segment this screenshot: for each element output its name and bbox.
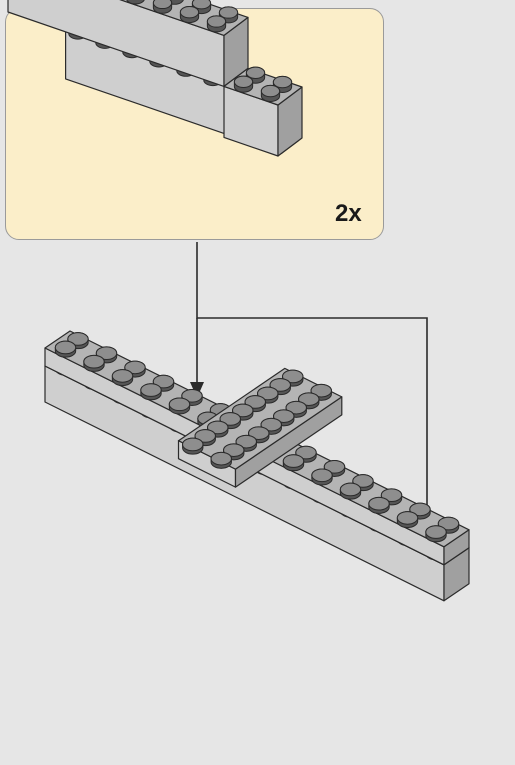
brick-stud-top (206, 15, 227, 28)
brick-stud-top (54, 340, 77, 355)
brick-stud-top (245, 66, 266, 79)
brick-stud-top (95, 346, 118, 361)
brick-stud-top (223, 443, 245, 457)
brick-stud-top (140, 383, 162, 397)
brick-stud-top (248, 426, 270, 440)
brick-stud-top (233, 75, 254, 88)
brick-stud-top (152, 0, 173, 10)
brick-stud-top (285, 400, 307, 415)
brick-stud-top (219, 412, 241, 426)
brick-stud-top (409, 502, 431, 517)
brick-stud-top (380, 488, 403, 503)
brick-stud-top (210, 451, 232, 466)
brick-stud-top (282, 454, 305, 468)
brick-stud-top (295, 445, 317, 460)
brick-stud-top (244, 395, 266, 409)
upper-brick-1x8 (7, 0, 249, 88)
brick-stud-top (298, 392, 320, 406)
brick-stud-top (272, 75, 293, 89)
brick-stud-top (257, 386, 279, 401)
brick-stud-top (437, 516, 460, 531)
brick-stud-top (352, 474, 374, 488)
connector-line (196, 242, 428, 580)
quantity-label: 2x (335, 200, 362, 227)
brick-stud-top (339, 482, 362, 497)
brick-stud-top (83, 354, 105, 369)
brick-stud-top (194, 429, 216, 443)
brick-stud-top (111, 369, 134, 383)
brick-stud-top (273, 409, 295, 423)
brick-stud-top (260, 84, 281, 98)
brick-stud-top (323, 459, 346, 474)
lower-brick-end-1x2 (223, 66, 303, 157)
brick-stud-top (181, 388, 203, 403)
brick-stud-top (124, 360, 146, 375)
brick-stud-top (232, 403, 254, 418)
brick-stud-top (179, 6, 200, 19)
brick-stud-top (310, 383, 332, 398)
brick-stud (126, 0, 145, 5)
brick-stud-top (368, 496, 390, 511)
brick-stud-top (168, 397, 191, 412)
subassembly-model (7, 0, 303, 157)
brick-stud-top (67, 332, 89, 346)
brick-stud-top (207, 420, 229, 435)
brick-stud-top (425, 525, 447, 539)
brick-stud-top (282, 369, 304, 384)
brick-stud-top (396, 511, 419, 525)
brick-stud-top (218, 6, 239, 19)
main-assembly-model (44, 330, 470, 602)
brick-stud-top (260, 417, 282, 432)
brick-stud-top (269, 378, 291, 392)
brick-stud-top (152, 374, 175, 389)
brick-stud-top (191, 0, 212, 10)
brick-stud-top (235, 434, 257, 449)
brick-stud-top (182, 437, 204, 452)
brick-stud-top (311, 468, 333, 483)
cross-plate (177, 367, 343, 488)
